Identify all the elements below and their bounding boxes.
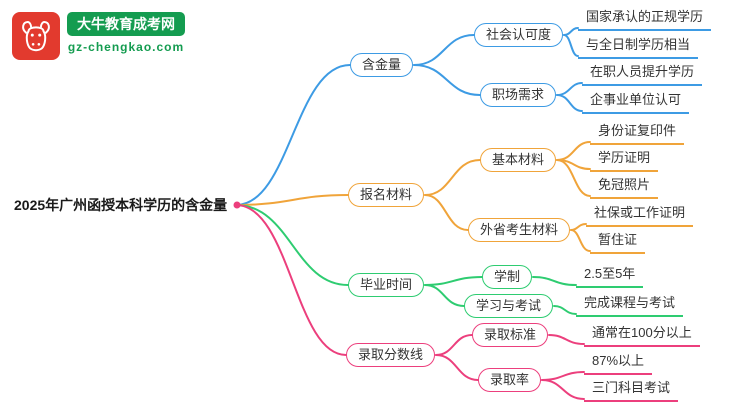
- site-url: gz-chengkao.com: [67, 40, 185, 54]
- leaf-years: 2.5至5年: [576, 265, 644, 288]
- node-study-and-exams: 学习与考试: [464, 294, 554, 318]
- site-logo: 大牛教育成考网 gz-chengkao.com: [12, 12, 185, 60]
- leaf-id-copy: 身份证复印件: [590, 122, 685, 145]
- node-social-recognition: 社会认可度: [474, 23, 564, 47]
- site-name: 大牛教育成考网: [67, 12, 185, 36]
- leaf-social-security-proof: 社保或工作证明: [586, 204, 694, 227]
- branch-node-value: 含金量: [350, 53, 414, 77]
- leaf-state-recognized: 国家承认的正规学历: [578, 8, 712, 31]
- root-node: 2025年广州函授本科学历的含金量: [14, 197, 228, 213]
- node-admission-standard: 录取标准: [472, 323, 549, 347]
- branch-node-admission-score: 录取分数线: [346, 343, 436, 367]
- leaf-score-above-100: 通常在100分以上: [584, 324, 700, 347]
- leaf-photo: 免冠照片: [590, 176, 659, 199]
- leaf-working-upgrade: 在职人员提升学历: [582, 63, 703, 86]
- leaf-equivalent-fulltime: 与全日制学历相当: [578, 36, 699, 59]
- node-admission-rate: 录取率: [478, 368, 542, 392]
- leaf-enterprise-recognition: 企事业单位认可: [582, 91, 690, 114]
- leaf-three-subjects: 三门科目考试: [584, 379, 679, 402]
- node-out-of-province-materials: 外省考生材料: [468, 218, 571, 242]
- branch-node-graduation-time: 毕业时间: [348, 273, 425, 297]
- leaf-complete-courses: 完成课程与考试: [576, 294, 684, 317]
- leaf-rate-87: 87%以上: [584, 352, 653, 375]
- node-study-length: 学制: [482, 265, 533, 289]
- bull-icon: [12, 12, 60, 60]
- leaf-education-proof: 学历证明: [590, 149, 659, 172]
- branch-node-application-materials: 报名材料: [348, 183, 425, 207]
- leaf-residence-permit: 暂住证: [590, 231, 646, 254]
- node-basic-materials: 基本材料: [480, 148, 557, 172]
- node-workplace-demand: 职场需求: [480, 83, 557, 107]
